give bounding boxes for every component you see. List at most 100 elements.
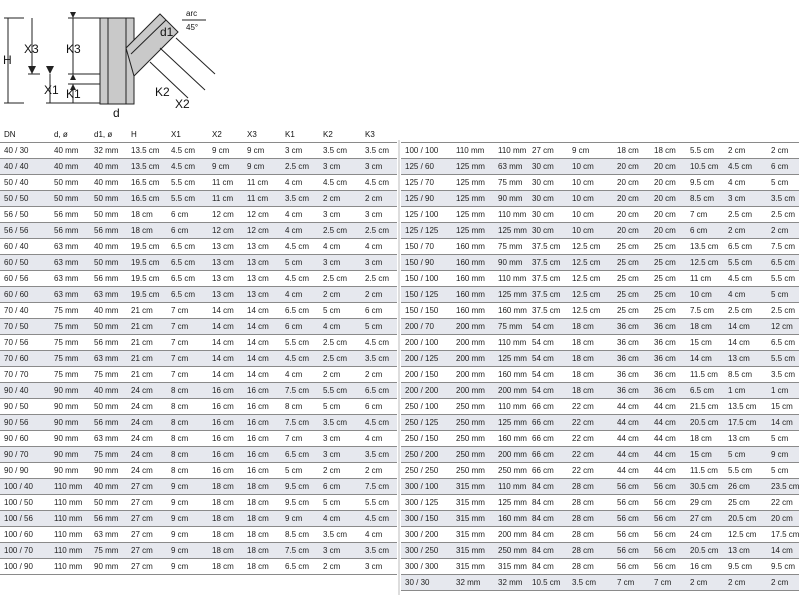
table-cell: 56 mm	[90, 414, 127, 431]
table-cell: 13 cm	[724, 350, 767, 367]
table-cell: 250 mm	[452, 430, 494, 447]
table-cell: 300 / 125	[401, 494, 452, 511]
table-cell: 3.5 cm	[361, 142, 397, 159]
table-cell: 16 cm	[243, 382, 281, 399]
table-cell: 50 mm	[90, 190, 127, 207]
table-cell: 7.5 cm	[281, 414, 319, 431]
table-cell: 90 mm	[90, 558, 127, 575]
table-cell: 9.5 cm	[281, 494, 319, 511]
table-cell: 56 / 50	[0, 206, 50, 223]
table-cell: 125 mm	[494, 350, 528, 367]
table-cell: 56 mm	[90, 270, 127, 287]
table-cell: 5 cm	[281, 462, 319, 479]
table-cell: 13.5 cm	[127, 158, 167, 175]
table-cell: 11.5 cm	[686, 366, 724, 383]
table-cell: 11.5 cm	[686, 462, 724, 479]
table-cell: 9 cm	[167, 478, 208, 495]
table-cell: 3.5 cm	[361, 446, 397, 463]
table-cell: 12.5 cm	[568, 254, 613, 271]
table-cell: 300 / 300	[401, 558, 452, 575]
table-cell: 110 mm	[494, 478, 528, 495]
table-cell: 2 cm	[686, 574, 724, 591]
table-cell: 4.5 cm	[281, 350, 319, 367]
table-cell: 2.5 cm	[767, 302, 799, 319]
table-cell: 2.5 cm	[319, 334, 361, 351]
table-cell: 9 cm	[208, 142, 243, 159]
table-cell: 2 cm	[319, 558, 361, 575]
table-cell: 90 mm	[494, 254, 528, 271]
table-cell: 100 / 56	[0, 510, 50, 527]
table-cell: 2.5 cm	[724, 302, 767, 319]
table-cell: 14 cm	[243, 350, 281, 367]
table-cell: 8 cm	[167, 398, 208, 415]
table-cell: 16 cm	[243, 430, 281, 447]
table-cell: 2 cm	[724, 222, 767, 239]
table-cell: 125 mm	[494, 414, 528, 431]
table-cell: 125 mm	[494, 286, 528, 303]
table-cell: 84 cm	[528, 526, 568, 543]
table-cell: 6 cm	[767, 158, 799, 175]
table-cell: 6.5 cm	[167, 270, 208, 287]
table-cell: 18 cm	[568, 350, 613, 367]
table-cell: 2 cm	[767, 142, 799, 159]
table-cell: 2 cm	[319, 366, 361, 383]
table-cell: 20 cm	[650, 158, 686, 175]
table-cell: 12 cm	[208, 222, 243, 239]
table-cell: 4.5 cm	[724, 158, 767, 175]
table-cell: 5 cm	[767, 430, 799, 447]
table-cell: 14 cm	[208, 366, 243, 383]
table-cell: 25 cm	[650, 286, 686, 303]
table-cell: 56 cm	[613, 478, 650, 495]
table-cell: 25 cm	[650, 270, 686, 287]
table-cell: 18 cm	[613, 142, 650, 159]
table-cell: 20.5 cm	[686, 414, 724, 431]
table-cell: 315 mm	[452, 558, 494, 575]
table-cell: 14 cm	[208, 334, 243, 351]
table-cell: 18 cm	[243, 558, 281, 575]
table-cell: 14 cm	[208, 318, 243, 335]
table-cell: 300 / 200	[401, 526, 452, 543]
table-cell: 84 cm	[528, 494, 568, 511]
table-cell: 200 mm	[494, 446, 528, 463]
table-cell: 17.5 cm	[767, 526, 799, 543]
table-cell: 27 cm	[127, 542, 167, 559]
table-cell: 11 cm	[208, 190, 243, 207]
table-cell: 5.5 cm	[767, 270, 799, 287]
table-cell: 50 mm	[50, 190, 90, 207]
table-cell: 44 cm	[650, 462, 686, 479]
table-cell: 100 / 70	[0, 542, 50, 559]
table-cell: 44 cm	[613, 446, 650, 463]
table-cell: 37.5 cm	[528, 302, 568, 319]
table-cell: 20 cm	[613, 174, 650, 191]
table-cell: 30 cm	[528, 174, 568, 191]
table-cell: 13 cm	[724, 542, 767, 559]
table-cell: 200 mm	[452, 334, 494, 351]
table-cell: 70 / 60	[0, 350, 50, 367]
table-cell: 10 cm	[568, 206, 613, 223]
table-cell: 4 cm	[724, 286, 767, 303]
table-cell: 4.5 cm	[724, 270, 767, 287]
table-cell: 300 / 150	[401, 510, 452, 527]
table-cell: 20 cm	[613, 158, 650, 175]
table-cell: 19.5 cm	[127, 238, 167, 255]
table-cell: 36 cm	[650, 350, 686, 367]
table-cell: 36 cm	[613, 366, 650, 383]
table-cell: 27 cm	[127, 494, 167, 511]
table-cell: 40 mm	[50, 158, 90, 175]
table-cell: 100 / 40	[0, 478, 50, 495]
table-cell: 9 cm	[167, 494, 208, 511]
table-cell: 54 cm	[528, 334, 568, 351]
d1-label: d1	[160, 25, 174, 39]
table-cell: 75 mm	[50, 302, 90, 319]
table-cell: 160 mm	[494, 430, 528, 447]
table-cell: 56 cm	[613, 510, 650, 527]
